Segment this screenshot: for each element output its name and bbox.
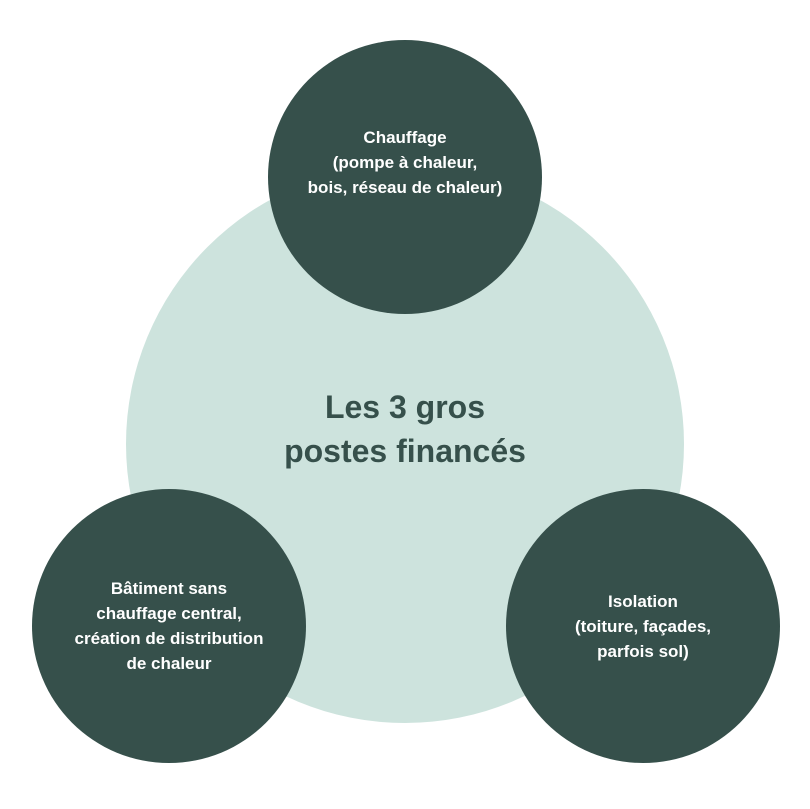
label: bois, réseau de chaleur) xyxy=(307,177,503,197)
center-title-line2: postes financés xyxy=(284,433,526,469)
label: chauffage central, xyxy=(96,604,242,623)
label: Isolation xyxy=(608,591,678,611)
label: de chaleur xyxy=(126,654,212,673)
label: (toiture, façades, xyxy=(574,616,712,636)
label: (pompe à chaleur, xyxy=(332,152,478,172)
label: création de distribution xyxy=(74,629,264,648)
label: Chauffage xyxy=(363,127,447,147)
circle-batiment: Bâtiment sans chauffage central, création … xyxy=(32,489,306,763)
circle-isolation: Isolation (toiture, façades, parfois sol) xyxy=(506,489,780,763)
center-title-line1: Les 3 gros xyxy=(324,389,486,425)
label: Bâtiment sans xyxy=(110,579,228,598)
circle-chauffage: Chauffage (pompe à chaleur, bois, réseau d… xyxy=(268,40,542,314)
label: parfois sol) xyxy=(597,641,689,661)
